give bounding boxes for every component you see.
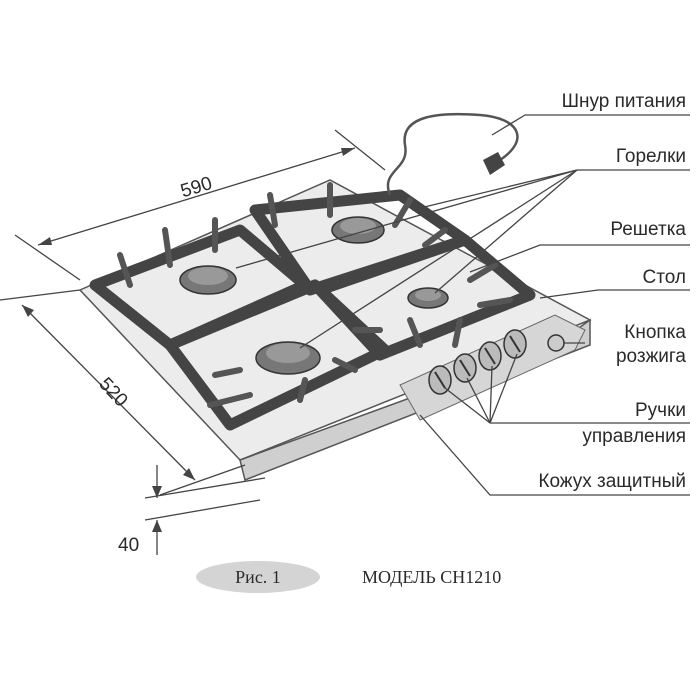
callout-ignition-line1: Кнопка <box>624 322 686 343</box>
knob-3-icon <box>478 341 502 371</box>
ignition-button-icon <box>547 334 565 352</box>
callout-burners: Горелки <box>616 146 686 167</box>
burner-left-back <box>179 265 237 295</box>
callout-table: Стол <box>643 267 686 288</box>
burner-right-front <box>407 287 449 309</box>
figure-label: Рис. 1 <box>235 567 281 587</box>
dimension-height: 40 <box>118 465 266 556</box>
callout-controls-line2: управления <box>582 426 686 447</box>
knob-2-icon <box>453 353 477 383</box>
figure-label-badge <box>196 561 320 593</box>
height-label: 40 <box>118 535 139 556</box>
callout-grate: Решетка <box>610 219 686 240</box>
burner-left-front <box>255 341 321 375</box>
callout-ignition-line2: розжига <box>616 346 686 367</box>
knob-4-icon <box>503 329 527 359</box>
power-cord <box>386 112 519 196</box>
depth-label: 520 <box>95 374 132 412</box>
burner-right-back <box>331 216 385 244</box>
callout-labels: Шнур питания Горелки Решетка Стол Кнопка… <box>538 91 686 492</box>
callout-controls-line1: Ручки <box>635 400 686 421</box>
control-knobs <box>428 329 565 395</box>
figure-caption: Рис. 1 МОДЕЛЬ CH1210 <box>196 561 501 593</box>
callout-leaders <box>235 114 690 496</box>
width-label: 590 <box>178 173 214 202</box>
plug-icon <box>483 152 505 175</box>
knob-1-icon <box>428 365 452 395</box>
burners <box>179 216 449 375</box>
grate <box>89 182 536 431</box>
table-surface <box>78 179 592 461</box>
callout-casing: Кожух защитный <box>538 471 686 492</box>
callout-power-cord: Шнур питания <box>562 91 686 112</box>
model-label: МОДЕЛЬ CH1210 <box>362 567 501 587</box>
